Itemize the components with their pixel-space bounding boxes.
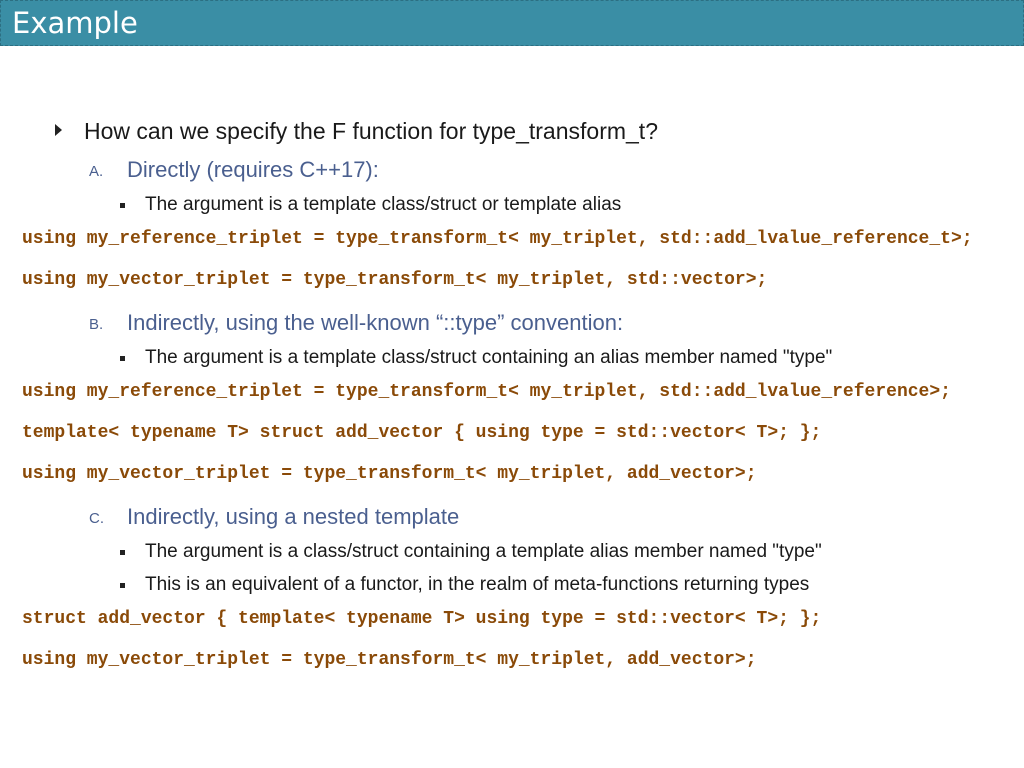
option-a-marker: A. [89,163,104,180]
bullet-icon [120,356,125,361]
title-bar: Example [0,0,1024,46]
option-b-code-3: using my_vector_triplet = type_transform… [22,464,757,484]
option-a-code-2: using my_vector_triplet = type_transform… [22,270,768,290]
bullet-icon [120,203,125,208]
option-c-marker: C. [89,510,104,527]
caret-right-icon [55,124,62,136]
question-text: How can we specify the F function for ty… [84,118,658,144]
option-c-bullet-2: This is an equivalent of a functor, in t… [145,574,810,595]
option-c-code-2: using my_vector_triplet = type_transform… [22,650,757,670]
option-b-heading: Indirectly, using the well-known “::type… [127,310,624,335]
page-title: Example [12,6,138,40]
bullet-icon [120,550,125,555]
option-b-bullet-1: The argument is a template class/struct … [145,347,833,368]
option-c-heading: Indirectly, using a nested template [127,504,460,529]
option-a-bullet-1: The argument is a template class/struct … [145,194,622,215]
option-b-marker: B. [89,316,104,333]
option-c-bullet-1: The argument is a class/struct containin… [145,541,822,562]
option-c-code-1: struct add_vector { template< typename T… [22,609,822,629]
option-b-code-1: using my_reference_triplet = type_transf… [22,382,951,402]
option-a-heading: Directly (requires C++17): [127,157,379,182]
option-a-code-1: using my_reference_triplet = type_transf… [22,229,973,249]
option-b-code-2: template< typename T> struct add_vector … [22,423,822,443]
bullet-icon [120,583,125,588]
